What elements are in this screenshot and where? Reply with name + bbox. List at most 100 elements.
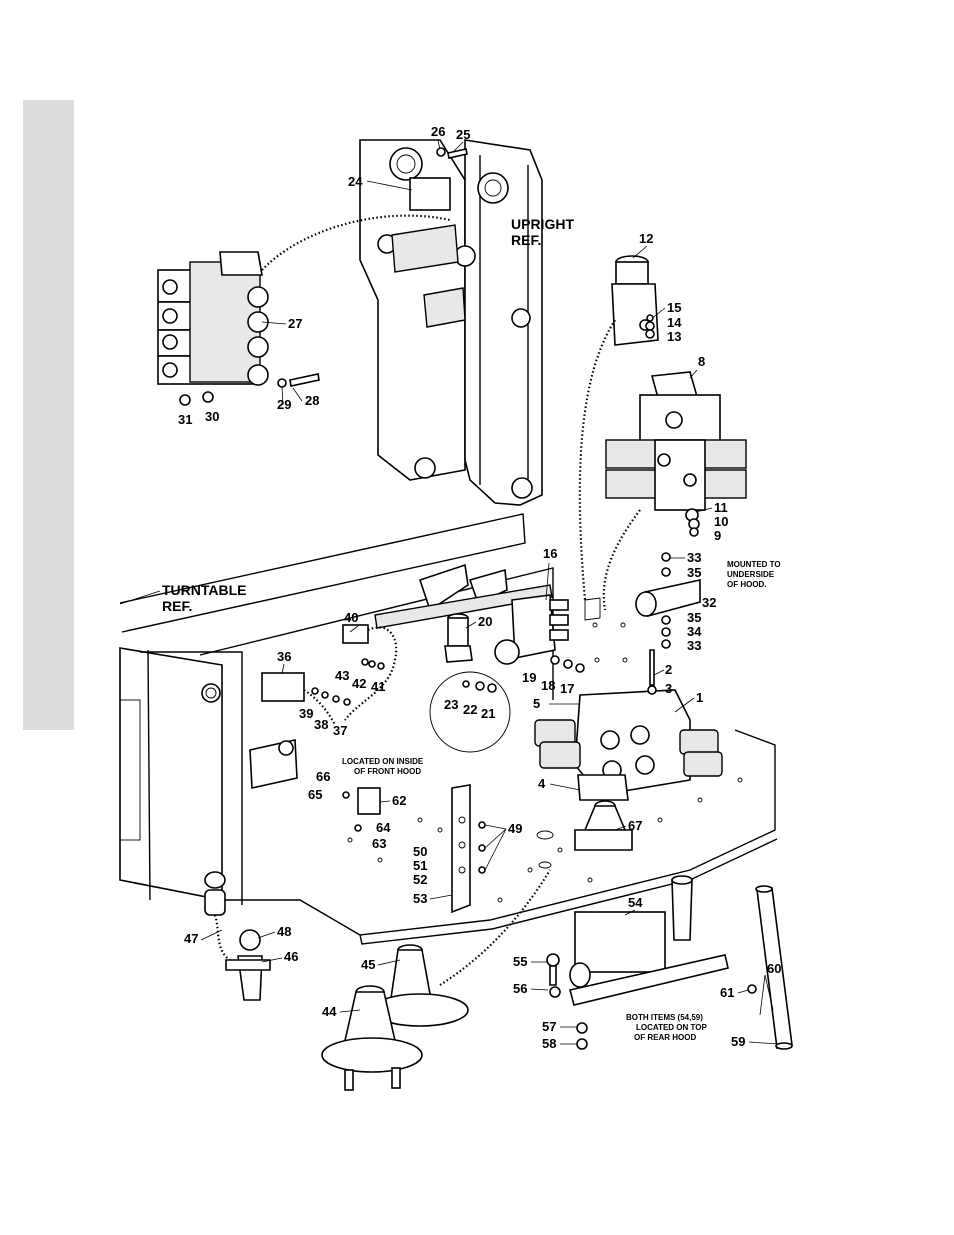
callout-47: 47: [184, 931, 198, 946]
callout-44: 44: [322, 1004, 337, 1019]
switch-36: [261, 672, 336, 726]
callout-10: 10: [714, 514, 728, 529]
callout-64: 64: [376, 820, 391, 835]
main-control-valve: [534, 689, 723, 801]
callout-62: 62: [392, 793, 406, 808]
callout-1: 1: [696, 690, 703, 705]
valve-block-8: [602, 371, 747, 611]
callout-65: 65: [308, 787, 322, 802]
callout-24: 24: [348, 174, 363, 189]
callout-33-top: 33: [687, 550, 701, 565]
callout-38: 38: [314, 717, 328, 732]
callout-21: 21: [481, 706, 495, 721]
front-hood-note-line2: OF FRONT HOOD: [354, 767, 421, 776]
callout-56: 56: [513, 981, 527, 996]
callout-4: 4: [538, 776, 546, 791]
callout-66: 66: [316, 769, 330, 784]
callout-57: 57: [542, 1019, 556, 1034]
callout-34: 34: [687, 624, 702, 639]
rear-hood-note-line3: OF REAR HOOD: [634, 1033, 696, 1042]
callout-61: 61: [720, 985, 734, 1000]
callout-17: 17: [560, 681, 574, 696]
callout-28: 28: [305, 393, 319, 408]
callout-25: 25: [456, 127, 470, 142]
callout-35-bottom: 35: [687, 610, 701, 625]
callout-41: 41: [371, 679, 385, 694]
callout-42: 42: [352, 676, 366, 691]
hood-solenoid-32: [635, 579, 701, 618]
valve-12: [578, 255, 659, 601]
callout-15: 15: [667, 300, 681, 315]
callout-49: 49: [508, 821, 522, 836]
page-side-tab: [23, 100, 74, 730]
callout-13: 13: [667, 329, 681, 344]
callout-55: 55: [513, 954, 527, 969]
solenoid-20: [444, 613, 473, 663]
beacon-47: [204, 871, 271, 1001]
callout-43: 43: [335, 668, 349, 683]
rear-hood-note-line2: LOCATED ON TOP: [636, 1023, 707, 1032]
callout-45: 45: [361, 957, 375, 972]
callout-18: 18: [541, 678, 555, 693]
hood-note-line1: MOUNTED TO: [727, 560, 781, 569]
callout-8: 8: [698, 354, 705, 369]
callout-40: 40: [344, 610, 358, 625]
bar-59: [755, 885, 793, 1050]
callout-37: 37: [333, 723, 347, 738]
callout-9: 9: [714, 528, 721, 543]
front-hood-note-line1: LOCATED ON INSIDE: [342, 757, 424, 766]
bracket-49-53: [451, 784, 486, 914]
callout-23: 23: [444, 697, 458, 712]
callout-60: 60: [767, 961, 781, 976]
callout-54: 54: [628, 895, 643, 910]
hood-note-line3: OF HOOD.: [727, 580, 767, 589]
callout-20: 20: [478, 614, 492, 629]
callout-2: 2: [665, 662, 672, 677]
callout-58: 58: [542, 1036, 556, 1051]
callout-36: 36: [277, 649, 291, 664]
rear-hood-note-line1: BOTH ITEMS (54,59): [626, 1013, 703, 1022]
callout-48: 48: [277, 924, 291, 939]
callout-46: 46: [284, 949, 298, 964]
callout-50: 50: [413, 844, 427, 859]
callout-22: 22: [463, 702, 477, 717]
callout-labels: 26 25 24 27 31 30 29 28 12 15 14 13 8 11…: [178, 124, 781, 1051]
solenoid-valve-stack: [157, 214, 451, 386]
switch-16: [494, 594, 569, 665]
callout-33-bottom: 33: [687, 638, 701, 653]
callout-26: 26: [431, 124, 445, 139]
callout-35-top: 35: [687, 565, 701, 580]
callout-52: 52: [413, 872, 427, 887]
callout-16: 16: [543, 546, 557, 561]
switch-40: [342, 624, 398, 721]
switch-62: [342, 787, 381, 832]
turntable-ref-line1: TURNTABLE: [162, 582, 247, 598]
callout-39: 39: [299, 706, 313, 721]
upright-assembly: [359, 139, 543, 506]
callout-11: 11: [714, 500, 728, 515]
callout-67: 67: [628, 818, 642, 833]
callout-14: 14: [667, 315, 682, 330]
callout-27: 27: [288, 316, 302, 331]
callout-19: 19: [522, 670, 536, 685]
callout-31: 31: [178, 412, 192, 427]
turntable-ref-line2: REF.: [162, 598, 192, 614]
upright-ref-line2: REF.: [511, 232, 541, 248]
callout-29: 29: [277, 397, 291, 412]
callout-63: 63: [372, 836, 386, 851]
pump-67: [574, 800, 633, 851]
callout-32: 32: [702, 595, 716, 610]
control-box-54: [569, 875, 729, 1006]
hardware-details: [179, 147, 757, 1050]
swivel-44-45: [321, 869, 551, 1091]
callout-51: 51: [413, 858, 427, 873]
callout-59: 59: [731, 1034, 745, 1049]
upright-ref-line1: UPRIGHT: [511, 216, 574, 232]
turntable-frame: [119, 513, 778, 945]
callout-30: 30: [205, 409, 219, 424]
callout-12: 12: [639, 231, 653, 246]
leader-lines: [200, 139, 779, 1045]
callout-53: 53: [413, 891, 427, 906]
callout-5: 5: [533, 696, 540, 711]
